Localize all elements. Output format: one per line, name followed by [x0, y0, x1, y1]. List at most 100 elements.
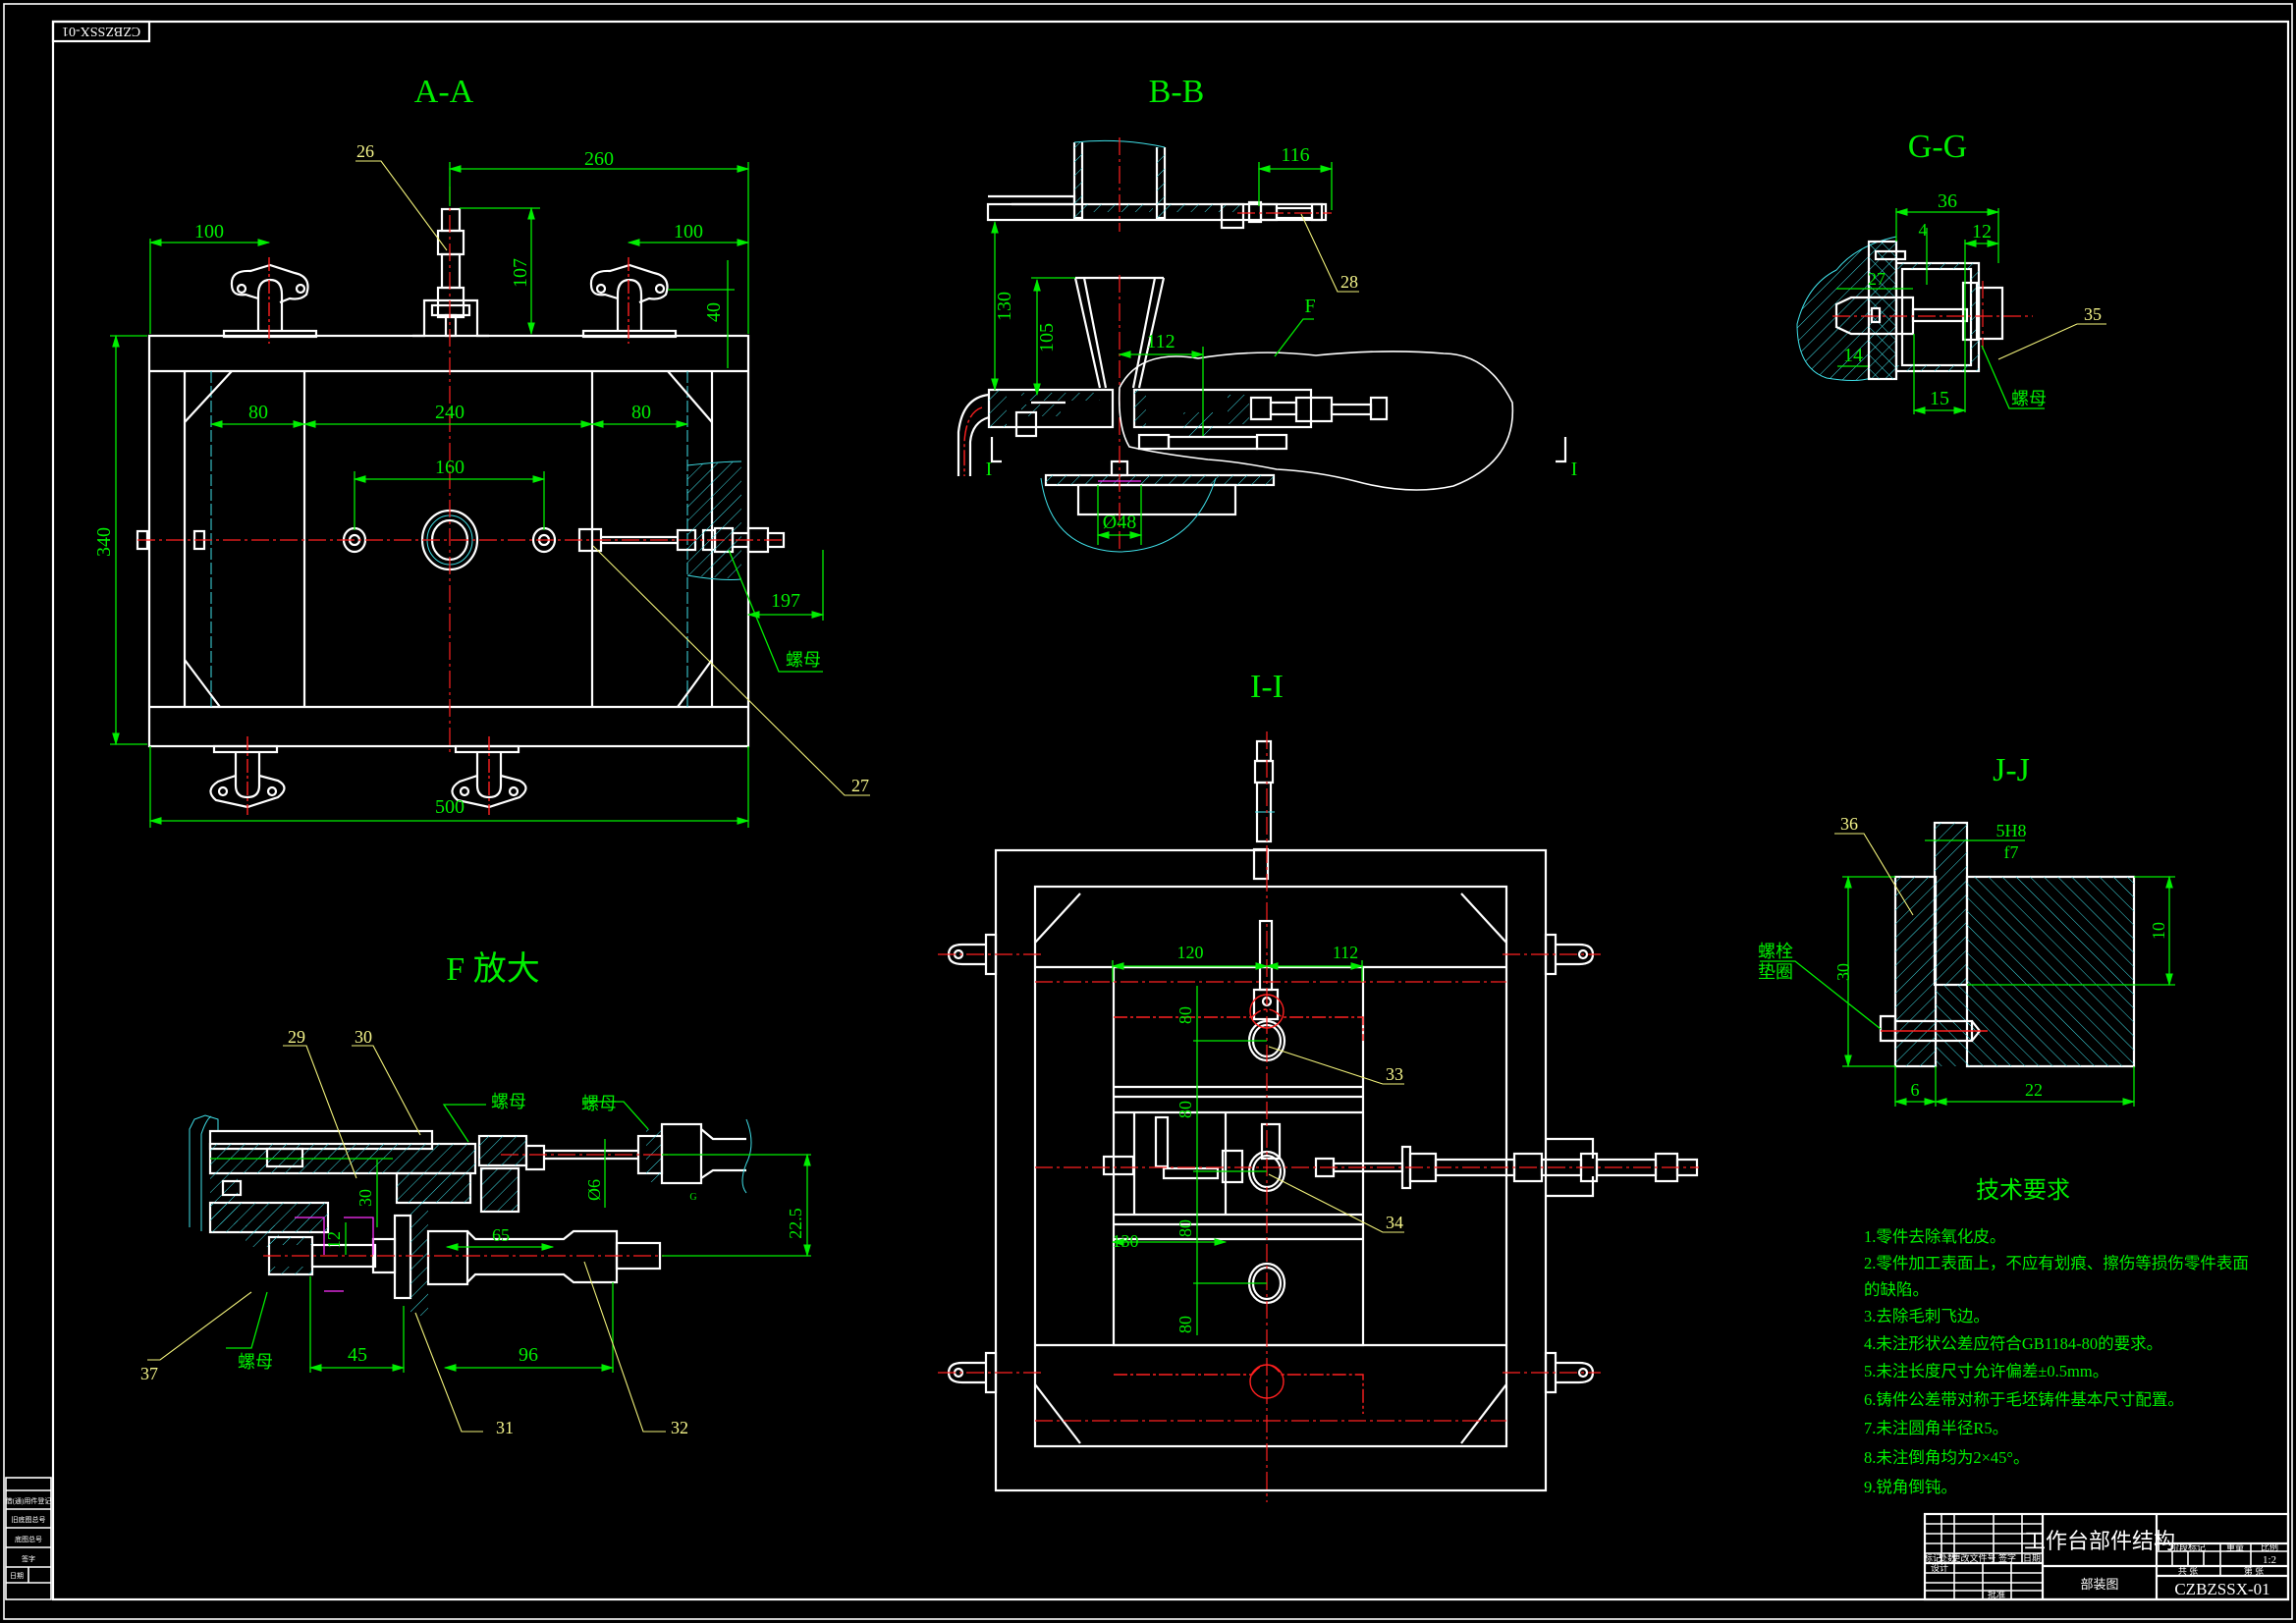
dim-text: 100 — [194, 221, 224, 243]
tb-header: 处数 — [1939, 1552, 1956, 1563]
part-label-35: 35 — [2084, 304, 2102, 324]
dim-text: 80 — [1175, 1101, 1195, 1118]
dim-text: 80 — [1175, 1006, 1195, 1024]
requirement-item: 7.未注圆角半径R5。 — [1864, 1419, 2008, 1437]
dimensions-bb: 116 130 105 112 Ø48 — [991, 144, 1334, 545]
view-title-gg: G-G — [1908, 129, 1967, 165]
fit-tolerance-top: 5H8 — [1996, 821, 2027, 840]
center-spindle — [412, 207, 489, 338]
view-gg: G-G 36 12 4 27 14 — [1796, 129, 2106, 414]
drawing-type: 部装图 — [2080, 1577, 2118, 1592]
side-strip: 借(通)用件登记 旧底图总号 底图总号 签字 日期 — [5, 1477, 52, 1600]
dim-text: 65 — [492, 1225, 510, 1245]
dim-text: 107 — [510, 258, 531, 288]
dim-text: 112 — [1333, 943, 1358, 962]
side-strip-row: 签字 — [22, 1554, 35, 1563]
corner-code-box: CZBZSSX-01 — [51, 20, 151, 43]
clamp-handle — [222, 257, 318, 344]
tb-header: 比例 — [2261, 1542, 2278, 1552]
dim-text: 4 — [1919, 220, 1928, 240]
dim-text: 6 — [1911, 1080, 1920, 1100]
view-ii: I-I — [938, 669, 1699, 1502]
dimensions-gg: 36 12 4 27 14 15 — [1836, 190, 2000, 414]
dim-text: 80 — [1175, 1219, 1195, 1237]
requirement-item: 6.铸件公差带对称于毛坯铸件基本尺寸配置。 — [1864, 1390, 2184, 1409]
dimensions-ff: 30 12 Ø6 22.5 65 45 96 — [308, 1139, 811, 1373]
part-label-31: 31 — [496, 1418, 514, 1437]
view-title-ii: I-I — [1250, 669, 1284, 705]
dim-text: 22 — [2025, 1080, 2043, 1100]
dim-text: 100 — [674, 221, 703, 243]
section-mark: I — [1571, 459, 1578, 480]
requirement-item: 1.零件去除氧化皮。 — [1864, 1227, 2005, 1246]
part-label-36: 36 — [1840, 814, 1858, 834]
drawing-frame — [3, 3, 2293, 1620]
section-mark: I — [986, 459, 993, 480]
dim-text: 130 — [1113, 1231, 1139, 1251]
tb-header: 第 张 — [2244, 1565, 2264, 1576]
part-label-26: 26 — [356, 141, 374, 161]
dim-text: 160 — [435, 457, 465, 478]
part-label-33: 33 — [1386, 1064, 1403, 1084]
drawing-scale: 1:2 — [2263, 1554, 2276, 1566]
side-strip-row: 底图总号 — [15, 1535, 42, 1543]
requirement-item: 5.未注长度尺寸允许偏差±0.5mm。 — [1864, 1362, 2108, 1380]
dim-text: 12 — [1972, 221, 1992, 243]
clamp-handle — [451, 736, 527, 815]
requirement-item: 4.未注形状公差应符合GB1184-80的要求。 — [1864, 1334, 2162, 1353]
tb-header: 标记 — [1924, 1552, 1941, 1563]
dim-text: 40 — [703, 302, 725, 322]
part-label-34: 34 — [1386, 1213, 1403, 1232]
side-strip-row: 旧底图总号 — [12, 1515, 46, 1524]
tb-header: 共 张 — [2178, 1566, 2198, 1576]
view-bb: B-B — [957, 74, 1578, 553]
dim-text: 96 — [519, 1344, 538, 1366]
view-title-aa: A-A — [414, 74, 474, 110]
part-label-29: 29 — [288, 1027, 305, 1047]
dim-text: 240 — [435, 402, 465, 423]
drawing-name: 工作台部件结构 — [2024, 1529, 2175, 1553]
title-block: 标记 处数 更改文件号 签字 日期 设计 批准 工作台部件结构 部装图 阶段标记… — [1923, 1512, 2290, 1601]
dim-text: 12 — [324, 1231, 344, 1249]
dim-text: 197 — [771, 590, 800, 612]
dim-text: 36 — [1938, 190, 1957, 212]
tb-header: 设计 — [1931, 1562, 1948, 1573]
side-strip-row: 借(通)用件登记 — [6, 1496, 52, 1505]
dimensions-aa: 260 100 100 107 40 80 240 80 160 340 — [93, 148, 825, 828]
dim-text: 14 — [1843, 345, 1863, 366]
drawing-code: CZBZSSX-01 — [2174, 1580, 2269, 1598]
dim-text: 15 — [1930, 388, 1949, 409]
clamp-handle — [209, 736, 286, 815]
clamp-handle — [581, 257, 678, 344]
view-title-jj: J-J — [1993, 752, 2030, 788]
side-strip-row: 日期 — [10, 1572, 24, 1580]
dim-text: 120 — [1177, 943, 1204, 962]
dim-text: 10 — [2149, 922, 2168, 940]
tb-header: 更改文件号 — [1951, 1552, 1995, 1563]
dim-text: 30 — [355, 1189, 375, 1207]
tb-header: 签字 — [1998, 1552, 2016, 1563]
nut-label: 螺母 — [238, 1352, 273, 1372]
tech-requirements-title: 技术要求 — [1976, 1177, 2070, 1204]
view-jj: J-J 5H8 f7 30 10 6 22 36 — [1758, 752, 2175, 1107]
dim-text: 30 — [1833, 963, 1853, 981]
requirement-item: 的缺陷。 — [1864, 1280, 1929, 1299]
dim-text: 340 — [93, 527, 115, 557]
dim-text: 500 — [435, 796, 465, 818]
dim-text: 112 — [1146, 331, 1175, 352]
view-title-bb: B-B — [1149, 74, 1205, 110]
requirement-item: 2.零件加工表面上，不应有划痕、擦伤等损伤零件表面 — [1864, 1254, 2249, 1272]
nut-label: 螺母 — [581, 1094, 617, 1113]
bolt-label: 螺栓 — [1758, 942, 1793, 961]
section-mark-g: G — [689, 1192, 696, 1203]
nut-label: 螺母 — [2011, 389, 2047, 408]
fit-tolerance-bottom: f7 — [2004, 842, 2019, 862]
dim-text: Ø48 — [1103, 512, 1136, 533]
nut-label: 螺母 — [491, 1092, 526, 1111]
dim-text: Ø6 — [584, 1179, 604, 1201]
corner-code-text: CZBZSSX-01 — [62, 24, 140, 38]
dim-text: 22.5 — [786, 1208, 805, 1239]
tb-header: 重量 — [2226, 1542, 2244, 1552]
dim-text: 260 — [584, 148, 614, 170]
